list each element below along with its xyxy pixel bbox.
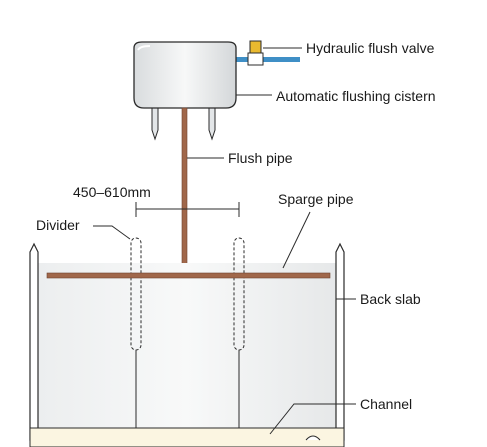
left-side-wall	[29, 242, 39, 441]
back-slab	[29, 242, 345, 441]
hydraulic-flush-valve	[247, 40, 264, 66]
label-divider: Divider	[36, 217, 80, 233]
automatic-flushing-cistern	[133, 41, 237, 109]
blue-supply-pipe	[236, 57, 300, 62]
right-side-wall	[335, 242, 345, 441]
label-channel: Channel	[360, 396, 412, 412]
leader-lines	[93, 47, 356, 435]
label-flush-valve: Hydraulic flush valve	[306, 40, 435, 56]
leader-channel	[269, 403, 356, 435]
flush-pipe	[181, 107, 188, 274]
label-flush-pipe: Flush pipe	[228, 150, 293, 166]
leader-divider	[93, 225, 131, 240]
label-sparge-pipe: Sparge pipe	[278, 191, 354, 207]
valve-body	[249, 40, 262, 54]
sparge-pipe	[46, 272, 331, 279]
dividers	[130, 237, 245, 428]
water-supply-pipe	[236, 57, 300, 62]
valve-housing	[247, 52, 264, 66]
label-cistern: Automatic flushing cistern	[276, 88, 436, 104]
channel	[29, 427, 345, 447]
label-back-slab: Back slab	[360, 291, 421, 307]
channel-outlet	[305, 435, 321, 441]
dimension-bracket	[135, 202, 240, 217]
leader-sparge-pipe	[282, 211, 311, 269]
label-dimension: 450–610mm	[73, 184, 151, 200]
